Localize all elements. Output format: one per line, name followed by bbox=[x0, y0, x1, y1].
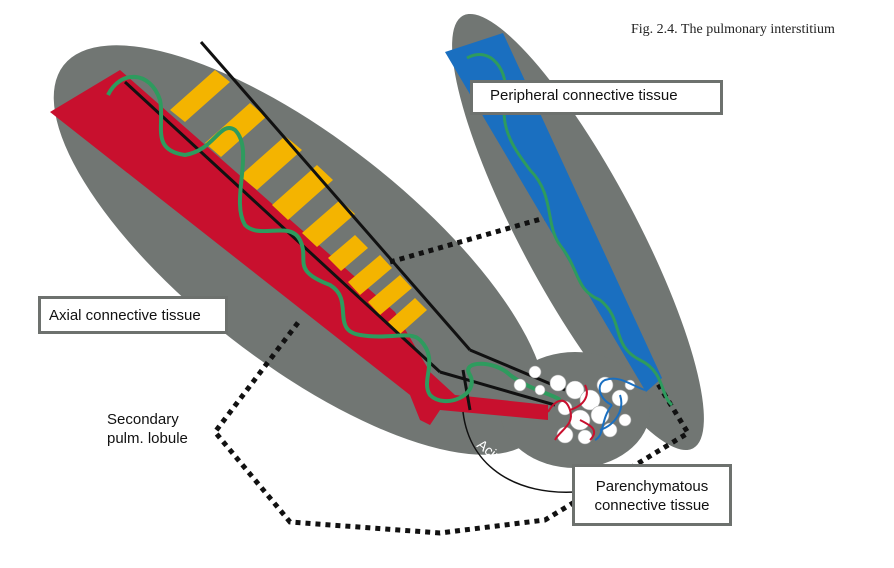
acinus-shape bbox=[500, 352, 650, 468]
bronchus-walls bbox=[123, 41, 566, 411]
secondary-label-line2: pulm. lobule bbox=[107, 430, 188, 447]
axial-connective-tissue-label: Axial connective tissue bbox=[38, 296, 228, 334]
parenchymatous-label-line1: Parenchymatous bbox=[595, 478, 709, 495]
axial-lymph-vessel bbox=[106, 74, 562, 404]
bronchus-cartilage bbox=[170, 70, 427, 334]
secondary-label-line1: Secondary bbox=[107, 411, 179, 428]
alveoli-cluster bbox=[513, 365, 636, 445]
acinus-venous-capillaries bbox=[594, 377, 646, 441]
peripheral-connective-tissue-label: Peripheral connective tissue bbox=[470, 80, 723, 115]
secondary-pulmonary-lobule-label: Secondary pulm. lobule bbox=[107, 410, 217, 448]
acinus-arterial-capillaries bbox=[547, 384, 596, 441]
acinus-boundary-line bbox=[462, 411, 576, 493]
parenchymatous-connective-tissue-label: Parenchymatous connective tissue bbox=[572, 464, 732, 526]
parenchymatous-label-line2: connective tissue bbox=[594, 497, 710, 514]
vein-shape bbox=[445, 33, 662, 392]
figure-caption: Fig. 2.4. The pulmonary interstitium bbox=[631, 22, 835, 37]
artery-shape bbox=[50, 70, 548, 425]
